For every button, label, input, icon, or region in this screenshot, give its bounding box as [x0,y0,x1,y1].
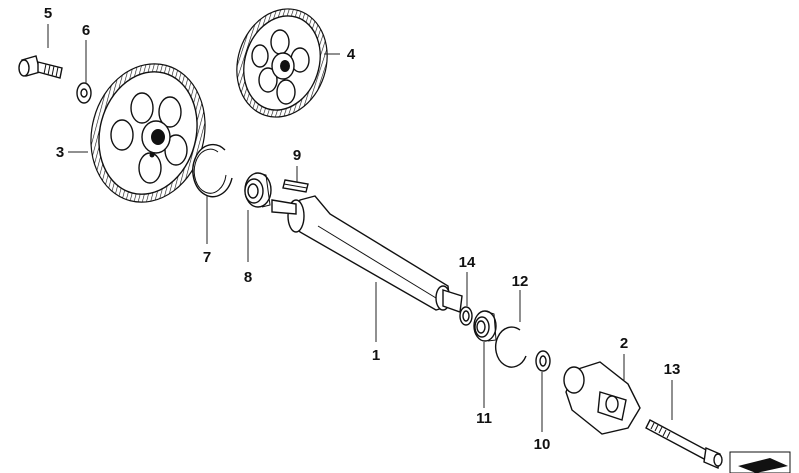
callout-3: 3 [56,144,64,161]
callout-12: 12 [512,273,529,290]
circlip-7 [192,143,233,198]
callout-2: 2 [620,335,628,352]
callout-13: 13 [664,361,681,378]
callout-7: 7 [203,249,211,266]
callout-14: 14 [459,254,476,271]
housing-2 [563,361,641,435]
callout-1: 1 [372,347,380,364]
callout-11: 11 [476,410,492,427]
washer-10 [535,350,551,372]
circlip-12 [495,326,527,368]
callout-5: 5 [44,5,52,22]
bearing-11 [473,310,497,342]
washer-14 [459,306,473,326]
gear-4 [236,8,328,118]
callout-6: 6 [82,22,90,39]
bearing-8 [244,172,272,208]
bolt-13 [645,419,723,470]
bolt-5 [18,55,63,79]
callout-9: 9 [293,147,301,164]
key-9 [282,179,309,193]
callout-8: 8 [244,269,252,286]
gear-3 [90,63,206,203]
corner-box-icon [729,451,791,473]
shaft-1 [271,195,463,313]
callout-10: 10 [534,436,551,453]
washer-6 [76,82,92,104]
leader-lines [47,24,673,432]
callout-4: 4 [347,46,356,63]
